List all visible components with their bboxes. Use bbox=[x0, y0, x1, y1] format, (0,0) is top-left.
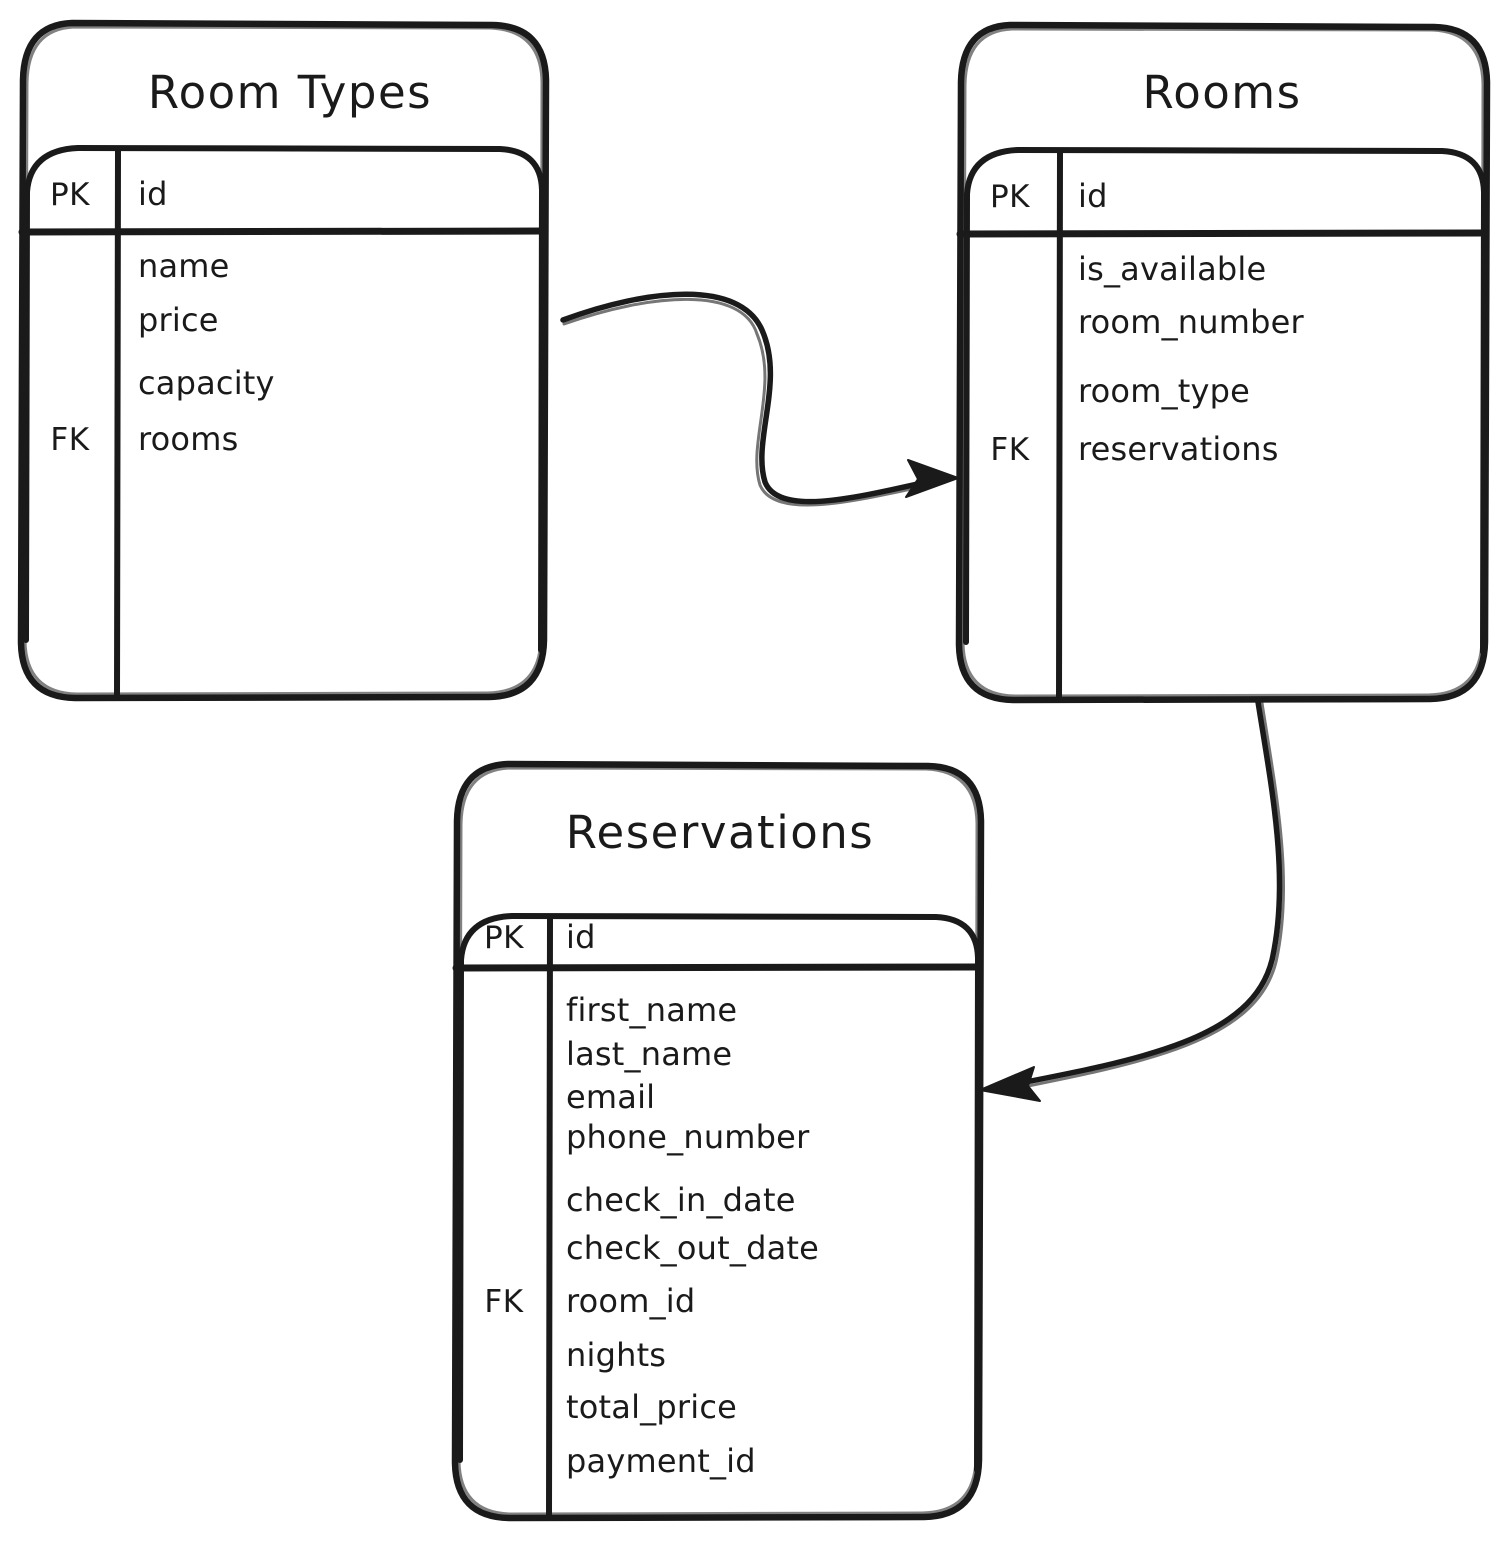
rooms-outer-border-sketch bbox=[961, 27, 1485, 698]
room-types-inner-left bbox=[23, 145, 81, 643]
rooms-field-room-number: room_number bbox=[1078, 303, 1305, 341]
rooms-pk-row-separator bbox=[956, 229, 1490, 238]
rel-rooms-to-reservations-line bbox=[992, 699, 1283, 1091]
reservations-column-divider bbox=[546, 915, 553, 1521]
reservations-inner-border bbox=[509, 913, 981, 1473]
room-types-field-rooms: rooms bbox=[138, 420, 238, 458]
rel-room-types-to-rooms-line-sketch bbox=[562, 297, 945, 507]
rooms-inner-border bbox=[1015, 147, 1487, 655]
rooms-pk-label: PK bbox=[990, 179, 1030, 215]
rooms-inner-left bbox=[963, 147, 1021, 645]
room-types-pk-field: id bbox=[138, 175, 168, 213]
entity-reservations[interactable]: Reservations PK id first_name last_name … bbox=[451, 760, 985, 1522]
reservations-field-phone-number: phone_number bbox=[566, 1118, 810, 1156]
reservations-field-payment-id: payment_id bbox=[566, 1442, 756, 1480]
rooms-field-reservations: reservations bbox=[1078, 430, 1279, 468]
room-types-fk-label: FK bbox=[50, 422, 89, 458]
reservations-pk-label: PK bbox=[484, 920, 524, 956]
reservations-pk-row-separator bbox=[452, 963, 984, 972]
reservations-field-check-in-date: check_in_date bbox=[566, 1181, 796, 1219]
reservations-field-total-price: total_price bbox=[566, 1388, 737, 1426]
rel-rooms-to-reservations-line-sketch bbox=[996, 701, 1286, 1094]
reservations-field-first-name: first_name bbox=[566, 991, 737, 1029]
room-types-field-name: name bbox=[138, 247, 230, 285]
rooms-field-is-available: is_available bbox=[1078, 250, 1266, 288]
room-types-title: Room Types bbox=[148, 66, 432, 119]
reservations-field-email: email bbox=[566, 1078, 655, 1116]
relationship-rooms-to-reservations[interactable] bbox=[979, 699, 1286, 1102]
rel-room-types-to-rooms-line bbox=[560, 291, 948, 505]
reservations-inner-left bbox=[457, 913, 515, 1463]
entity-rooms[interactable]: Rooms PK id is_available room_number roo… bbox=[955, 21, 1491, 704]
rooms-column-divider bbox=[1056, 149, 1063, 702]
reservations-outer-border bbox=[451, 760, 985, 1522]
rooms-title: Rooms bbox=[1142, 66, 1301, 119]
reservations-title: Reservations bbox=[566, 806, 874, 859]
relationship-room-types-to-rooms[interactable] bbox=[560, 291, 959, 507]
room-types-inner-border bbox=[75, 145, 545, 653]
rel-rooms-to-reservations-arrowhead bbox=[979, 1066, 1041, 1102]
reservations-field-room-id: room_id bbox=[566, 1282, 695, 1320]
room-types-pk-label: PK bbox=[50, 177, 90, 213]
reservations-field-check-out-date: check_out_date bbox=[566, 1229, 819, 1267]
room-types-column-divider bbox=[114, 147, 121, 700]
reservations-fk-label: FK bbox=[484, 1284, 523, 1320]
reservations-field-nights: nights bbox=[566, 1336, 666, 1374]
room-types-outer-border-sketch bbox=[23, 25, 544, 696]
reservations-pk-field: id bbox=[566, 918, 596, 956]
entity-room-types[interactable]: Room Types PK id name price capacity roo… bbox=[17, 19, 550, 702]
rooms-field-room-type: room_type bbox=[1078, 372, 1250, 410]
rooms-pk-field: id bbox=[1078, 177, 1108, 215]
rel-room-types-to-rooms-arrowhead bbox=[905, 459, 959, 498]
room-types-field-price: price bbox=[138, 301, 219, 339]
rooms-outer-border bbox=[955, 21, 1491, 704]
rooms-fk-label: FK bbox=[990, 432, 1029, 468]
room-types-pk-row-separator bbox=[18, 227, 549, 236]
reservations-outer-border-sketch bbox=[457, 766, 979, 1516]
reservations-field-last-name: last_name bbox=[566, 1035, 732, 1073]
room-types-outer-border bbox=[17, 19, 550, 702]
room-types-field-capacity: capacity bbox=[138, 364, 275, 402]
